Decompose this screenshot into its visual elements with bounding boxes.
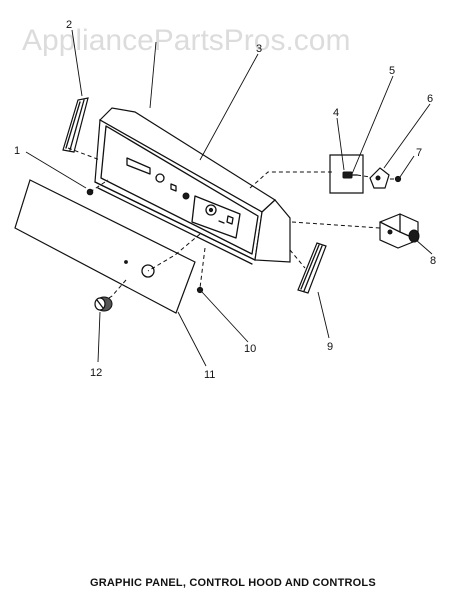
leader-lines bbox=[25, 29, 433, 367]
callout-8: 8 bbox=[430, 255, 436, 267]
callout-5: 5 bbox=[389, 65, 395, 77]
callout-2: 2 bbox=[66, 19, 72, 31]
callout-11: 11 bbox=[204, 369, 215, 381]
diagram-caption: GRAPHIC PANEL, CONTROL HOOD AND CONTROLS bbox=[90, 577, 376, 589]
callout-1: 1 bbox=[14, 145, 20, 157]
end-cap-right[interactable] bbox=[297, 242, 327, 294]
callout-9: 9 bbox=[327, 341, 333, 353]
switch-mount[interactable] bbox=[369, 167, 390, 189]
timer-module[interactable] bbox=[379, 213, 420, 249]
watermark: AppliancePartsPros.com bbox=[22, 24, 350, 57]
callout-3: 3 bbox=[256, 43, 262, 55]
assembly-lines bbox=[67, 147, 396, 301]
screw-7[interactable] bbox=[394, 175, 402, 183]
end-cap-left[interactable] bbox=[62, 97, 89, 153]
knob[interactable] bbox=[94, 296, 113, 312]
graphic-panel[interactable] bbox=[14, 179, 196, 314]
callout-12: 12 bbox=[90, 367, 102, 379]
control-hood[interactable] bbox=[94, 107, 291, 265]
switch[interactable] bbox=[342, 171, 358, 179]
screw-10[interactable] bbox=[196, 286, 204, 294]
callout-10: 10 bbox=[244, 343, 256, 355]
callout-4: 4 bbox=[333, 107, 339, 119]
callout-6: 6 bbox=[427, 93, 433, 105]
callout-7: 7 bbox=[416, 147, 422, 159]
